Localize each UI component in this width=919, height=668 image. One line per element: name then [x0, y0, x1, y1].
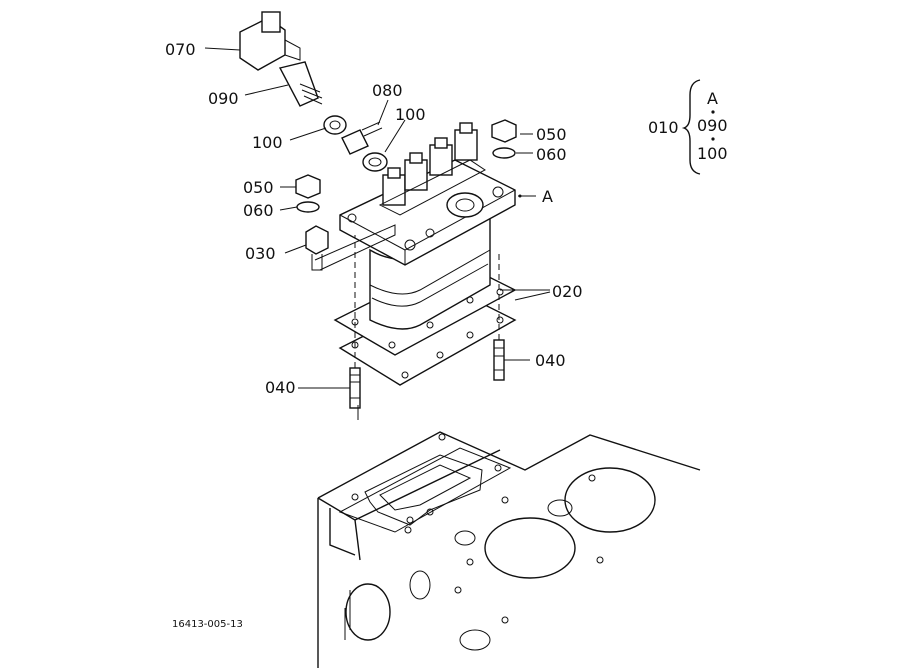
legend-item-100: 100	[697, 144, 728, 163]
label-040-left: 040	[265, 378, 296, 397]
label-050-left: 050	[243, 178, 274, 197]
label-080: 080	[372, 81, 403, 100]
label-100-upper: 100	[395, 105, 426, 124]
legend-item-090: 090	[697, 116, 728, 135]
label-050-right: 050	[536, 125, 567, 144]
label-040-right: 040	[535, 351, 566, 370]
legend-part-number: 010	[648, 118, 679, 137]
engine-block-drawing	[317, 431, 701, 668]
injection-pump-drawing	[339, 122, 516, 330]
label-020: 020	[552, 282, 583, 301]
label-060-right: 060	[536, 145, 567, 164]
label-060-left: 060	[243, 201, 274, 220]
document-number: 16413-005-13	[172, 619, 243, 630]
label-A: A	[542, 187, 553, 206]
legend-bracket	[681, 79, 715, 175]
label-030: 030	[245, 244, 276, 263]
label-100-lower: 100	[252, 133, 283, 152]
fittings-drawing	[239, 11, 388, 172]
leader-lines	[204, 47, 551, 420]
legend-item-A: A	[707, 89, 718, 108]
label-070: 070	[165, 40, 196, 59]
label-090: 090	[208, 89, 239, 108]
